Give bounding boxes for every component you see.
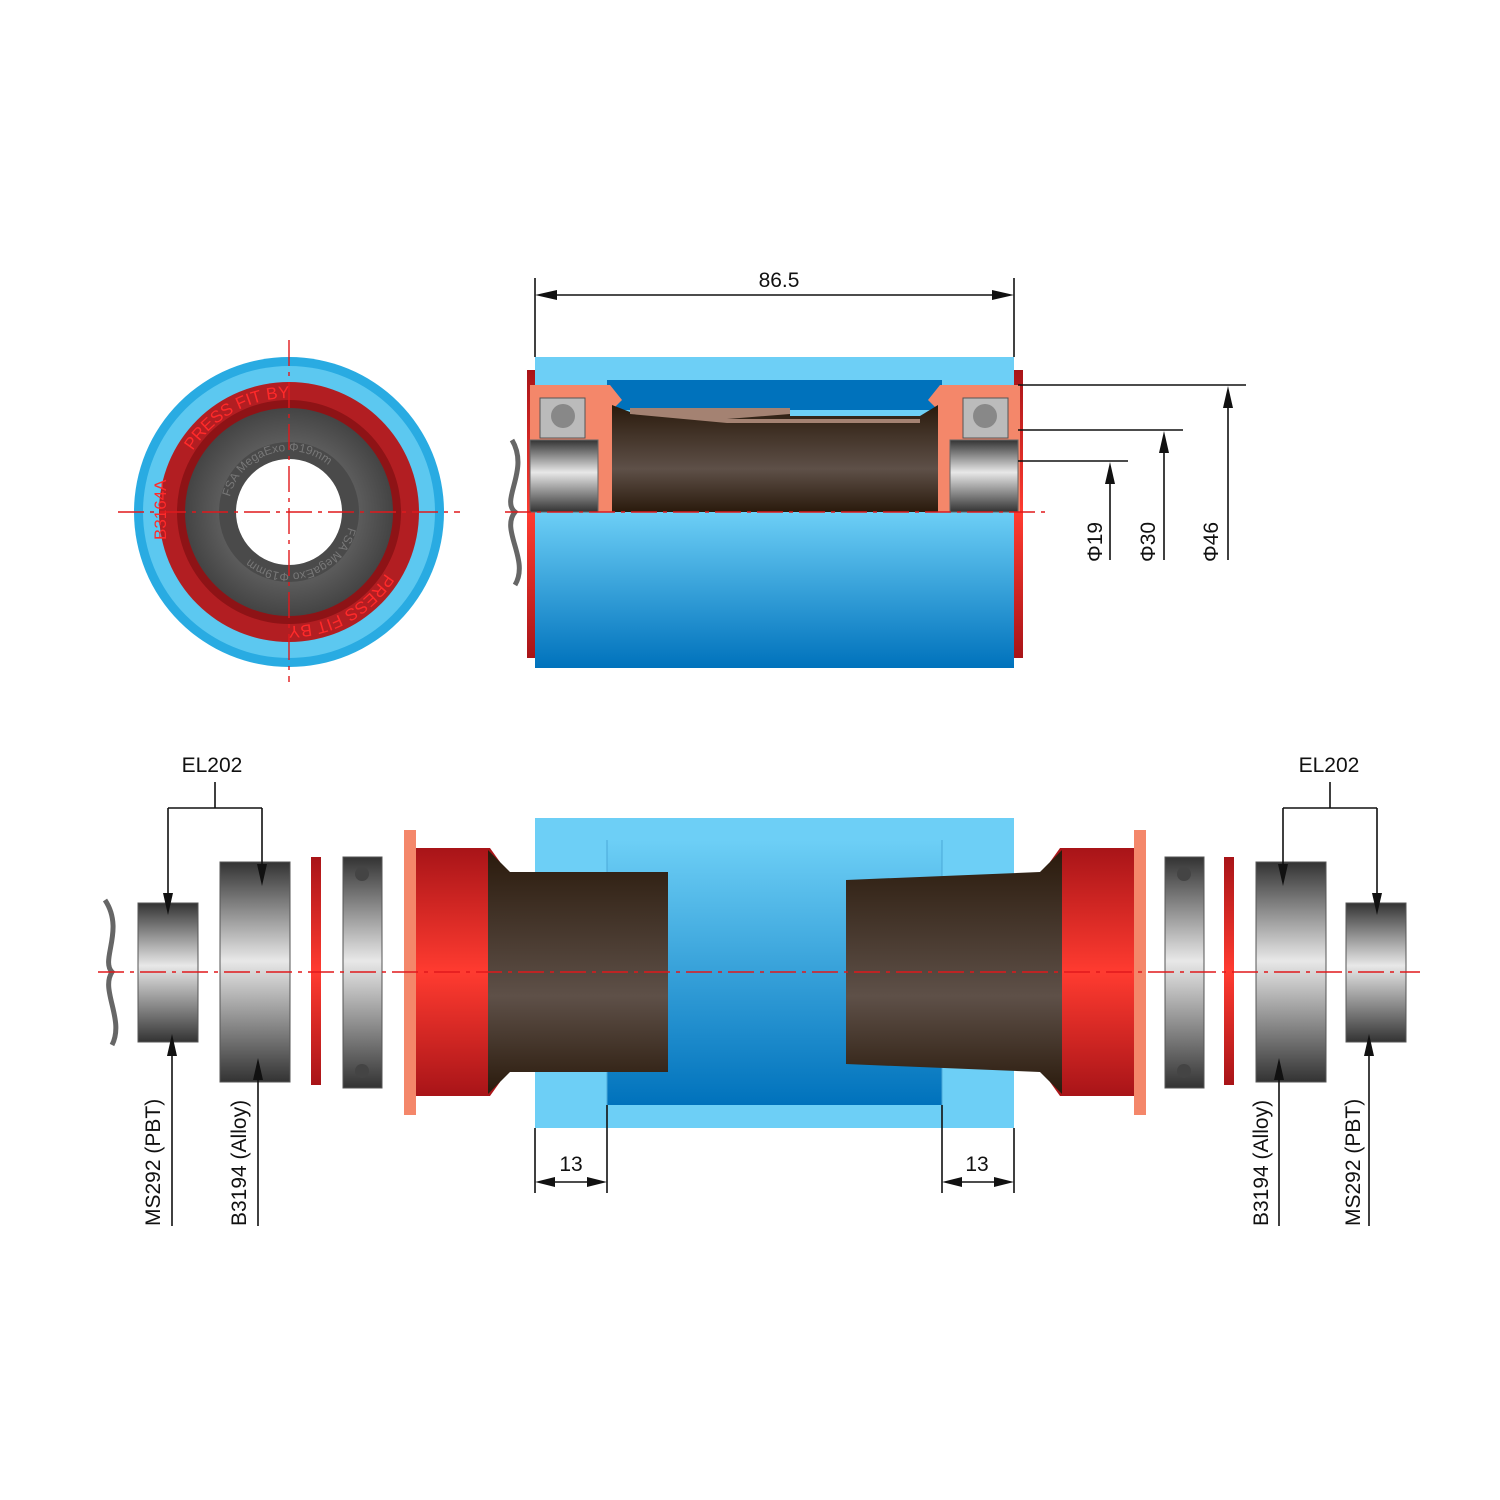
diameter-19-label: Φ19 [1084, 522, 1107, 562]
center-sleeve [612, 405, 938, 512]
arrow-head [535, 290, 557, 300]
left-alloy-label: B3194 (Alloy) [228, 1100, 251, 1226]
left-pbt-label: MS292 (PBT) [142, 1099, 165, 1226]
arrow-head [1105, 462, 1115, 484]
left-adapter [529, 439, 599, 513]
arrow-head [992, 290, 1014, 300]
right-pbt-label: MS292 (PBT) [1342, 1099, 1365, 1226]
width-dimension: 86.5 [759, 269, 800, 292]
left-seal [311, 857, 321, 1085]
right-cup-flange [1013, 370, 1023, 658]
left-depth-label: 13 [559, 1153, 582, 1176]
right-seal [1224, 857, 1234, 1085]
section-view: 86.5 Φ19 Φ30 Φ46 [505, 269, 1246, 668]
diameter-46-label: Φ46 [1200, 522, 1223, 562]
right-cup [1050, 848, 1134, 1096]
end-view: PRESS FIT BY PRESS FIT BY B3164A FSA Meg… [118, 340, 460, 682]
right-depth-label: 13 [965, 1153, 988, 1176]
exploded-view: EL202 EL202 MS292 (PBT) B3194 (Alloy) B3… [98, 754, 1420, 1226]
right-group-label: EL202 [1299, 754, 1360, 777]
left-bracket [167, 782, 263, 900]
right-bracket [1282, 782, 1378, 900]
shell-outer [535, 512, 1014, 668]
arrow-head [1159, 431, 1169, 453]
left-cup-flange [527, 370, 537, 658]
part-code-text: B3164A [151, 479, 170, 540]
diameter-30-label: Φ30 [1137, 522, 1160, 562]
left-group-label: EL202 [182, 754, 243, 777]
right-alloy-label: B3194 (Alloy) [1250, 1100, 1273, 1226]
arrow-head [1223, 386, 1233, 408]
right-adapter [949, 439, 1019, 513]
